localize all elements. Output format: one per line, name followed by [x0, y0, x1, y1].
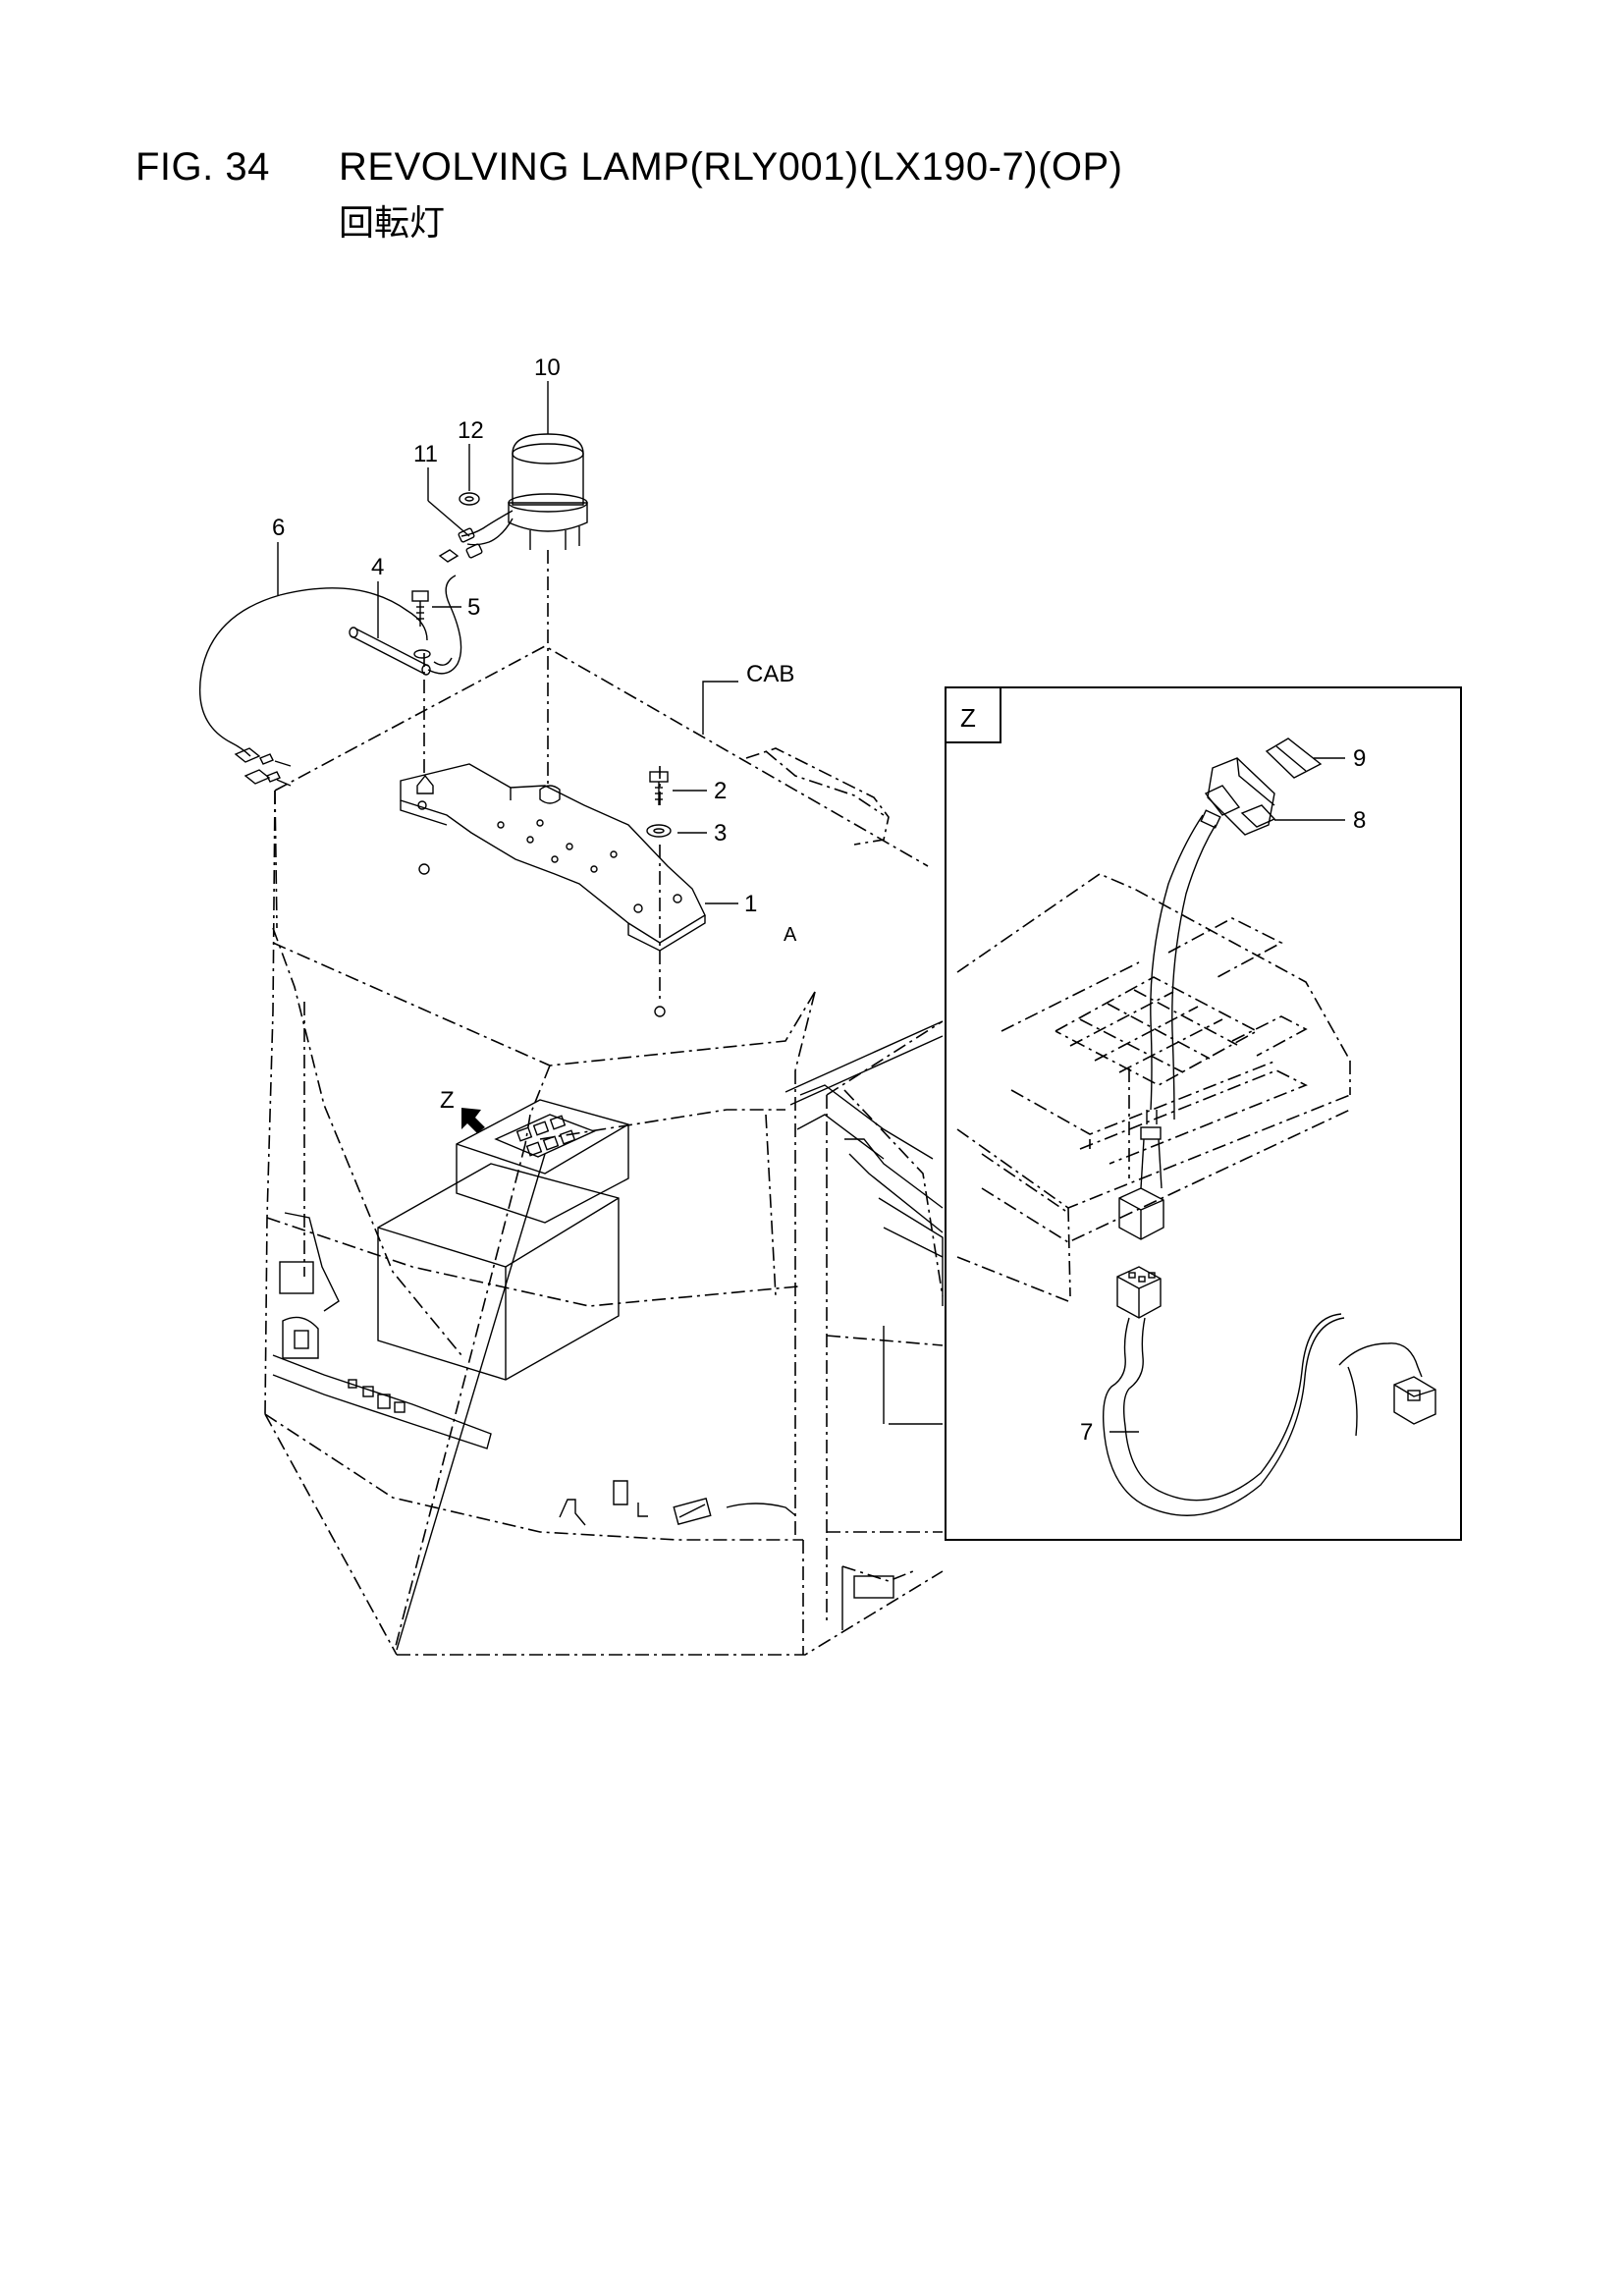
view-z-mark: Z — [440, 1087, 455, 1114]
callout-a-mark: A — [784, 924, 797, 946]
callouts: 10 12 11 6 4 5 CAB 2 3 1 A Z Z 9 8 7 — [272, 355, 1366, 1446]
callout-5: 5 — [467, 594, 480, 621]
callout-4: 4 — [371, 554, 384, 580]
figure-title: REVOLVING LAMP(RLY001)(LX190-7)(OP) — [339, 145, 1123, 189]
cab-outline — [264, 645, 944, 1656]
callout-10: 10 — [534, 355, 561, 381]
revolving-lamp — [458, 433, 588, 559]
callout-3: 3 — [714, 820, 727, 847]
callout-9: 9 — [1353, 745, 1366, 772]
figure-number: FIG. 34 — [135, 145, 270, 189]
callout-6: 6 — [272, 515, 285, 541]
cab-interior — [272, 1020, 944, 1630]
detail-z-frame — [945, 686, 1462, 1541]
callout-1: 1 — [744, 891, 757, 917]
figure-subtitle: 回転灯 — [339, 202, 446, 243]
callout-cab: CAB — [746, 661, 794, 687]
leader-lines — [277, 381, 1345, 1651]
bolt-washer — [646, 771, 672, 838]
callout-12: 12 — [458, 417, 484, 444]
assembly-centerlines — [423, 550, 661, 1002]
callout-2: 2 — [714, 778, 727, 804]
lamp-bracket — [400, 763, 706, 1017]
callout-7: 7 — [1080, 1419, 1093, 1446]
harness-assembly — [198, 549, 462, 787]
callout-11: 11 — [413, 441, 438, 467]
callout-8: 8 — [1353, 807, 1366, 834]
detail-z-content — [956, 738, 1436, 1516]
detail-z-tag: Z — [960, 703, 976, 733]
